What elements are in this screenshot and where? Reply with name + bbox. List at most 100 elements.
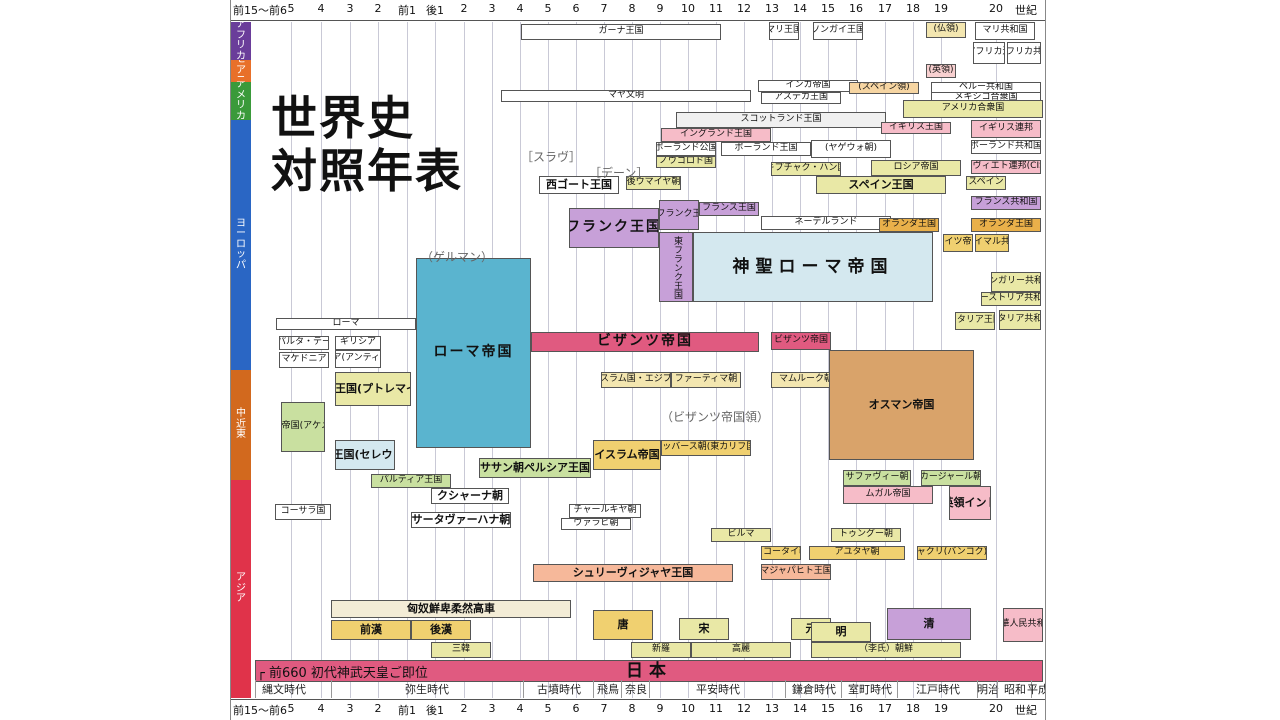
century-tick: 15: [821, 702, 835, 715]
polity-block: イスラム帝国: [593, 440, 661, 470]
polity-block: ロシア帝国: [871, 160, 961, 176]
polity-block: オランダ王国: [879, 218, 939, 232]
polity-block: 西ゴート王国: [539, 176, 619, 194]
century-tick: 5: [287, 702, 295, 715]
century-tick: 19: [934, 702, 948, 715]
century-tick: 13: [765, 702, 779, 715]
century-tick: 18: [906, 2, 920, 15]
century-tick: 10: [681, 702, 695, 715]
century-gridline: [632, 22, 633, 698]
polity-block: マリ王国: [769, 22, 799, 40]
polity-block: アステカ王国: [761, 92, 841, 104]
century-tick: 9: [656, 2, 664, 15]
polity-block: フランク王国: [569, 208, 659, 248]
region-note: （ビザンツ帝国領）: [661, 410, 770, 424]
polity-block: フランス共和国: [971, 196, 1041, 210]
polity-block: トゥングー朝: [831, 528, 901, 542]
century-tick: 前1: [398, 4, 416, 17]
century-gridline: [828, 22, 829, 698]
century-tick: 8: [628, 2, 636, 15]
region-band: 中近東: [231, 370, 251, 480]
polity-block: サファヴィー朝: [843, 470, 911, 486]
polity-block: マヤ文明: [501, 90, 751, 102]
century-tick: 3: [346, 702, 354, 715]
japan-era: 平成: [1027, 680, 1045, 698]
century-tick: 9: [656, 702, 664, 715]
scale-end-label: 世紀: [1015, 4, 1037, 17]
century-tick: 後1: [426, 704, 444, 717]
century-tick: 3: [488, 2, 496, 15]
polity-block: エジプト王国(プトレマイオス朝): [335, 372, 411, 406]
japan-era: 奈良: [621, 680, 650, 698]
polity-block: コーサラ国: [275, 504, 331, 520]
polity-block: インカ帝国: [758, 80, 858, 92]
polity-block: (スペイン領): [849, 82, 919, 94]
century-tick: 2: [460, 702, 468, 715]
century-tick: 4: [516, 702, 524, 715]
polity-block: カージャール朝: [921, 470, 981, 486]
century-tick: 7: [600, 702, 608, 715]
century-tick: 2: [374, 702, 382, 715]
polity-block: 後ウマイヤ朝: [626, 176, 681, 190]
japan-era: 昭和: [997, 680, 1032, 698]
century-tick: 17: [878, 702, 892, 715]
polity-block: 日本: [255, 660, 1043, 682]
century-tick: 18: [906, 702, 920, 715]
century-tick: 19: [934, 2, 948, 15]
polity-block: ガーナ王国: [521, 24, 721, 40]
scale-start-label: 前15〜前6: [233, 4, 287, 17]
polity-block: イギリス王国: [881, 122, 951, 134]
century-tick: 13: [765, 2, 779, 15]
polity-block: 中華人民共和国: [1003, 608, 1043, 642]
century-gridline: [660, 22, 661, 698]
polity-block: (英領): [926, 64, 956, 78]
century-gridline: [800, 22, 801, 698]
polity-block: 新羅: [631, 642, 691, 658]
polity-block: ペルシア帝国(アケメネス朝): [281, 402, 325, 452]
region-band: アジア: [231, 480, 251, 698]
century-gridline: [688, 22, 689, 698]
polity-block: オスマン帝国: [829, 350, 974, 460]
polity-block: イタリア王国: [955, 312, 995, 330]
century-tick: 11: [709, 702, 723, 715]
century-tick: 5: [544, 2, 552, 15]
polity-block: チャールキヤ朝: [569, 504, 641, 518]
polity-block: シリア王国(セレウコス朝): [335, 440, 395, 470]
polity-block: ヴァイマル共和国: [975, 234, 1009, 252]
century-gridline: [548, 22, 549, 698]
polity-block: パルティア王国: [371, 474, 451, 488]
japan-era: 明治: [977, 680, 999, 698]
polity-block: オーストリア共和国: [981, 292, 1041, 306]
japan-era: 弥生時代: [331, 680, 522, 698]
century-tick: 5: [544, 702, 552, 715]
region-band: アフリカ: [231, 22, 251, 60]
century-tick: 前1: [398, 704, 416, 717]
century-tick: 14: [793, 2, 807, 15]
polity-block: ムガル帝国: [843, 486, 933, 504]
polity-block: サータヴァーハナ朝: [411, 512, 511, 528]
japan-era: 平安時代: [649, 680, 786, 698]
polity-block: アメリカ合衆国: [903, 100, 1043, 118]
region-band: アメリカ: [231, 82, 251, 120]
century-tick: 11: [709, 2, 723, 15]
polity-block: イングランド王国: [661, 128, 771, 142]
title-line-2: 対照年表: [271, 143, 463, 198]
polity-block: シュリーヴィジャヤ王国: [533, 564, 733, 582]
polity-block: ソンガイ王国: [813, 22, 863, 40]
polity-block: 匈奴鮮卑柔然高車: [331, 600, 571, 618]
japan-era: 飛鳥: [593, 680, 622, 698]
japan-era: 室町時代: [841, 680, 898, 698]
century-tick: 14: [793, 702, 807, 715]
polity-block: チャクリ(バンコク)朝: [917, 546, 987, 560]
region-note: （ゲルマン）: [421, 250, 494, 264]
polity-block: 神聖ローマ帝国: [693, 232, 933, 302]
century-tick: 20: [989, 2, 1003, 15]
polity-block: ビルマ: [711, 528, 771, 542]
japan-era: 古墳時代: [523, 680, 594, 698]
polity-block: スペイン王国: [816, 176, 946, 194]
polity-block: ビザンツ帝国: [531, 332, 759, 352]
polity-block: フランス王国: [699, 202, 759, 216]
century-tick: 12: [737, 702, 751, 715]
